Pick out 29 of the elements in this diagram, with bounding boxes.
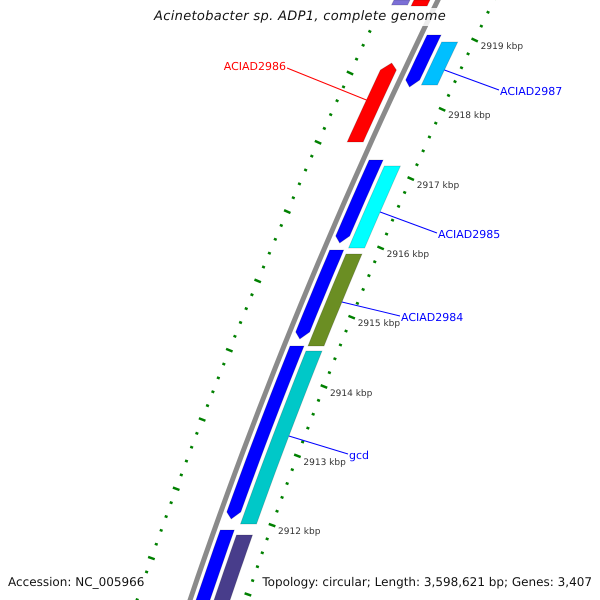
gene-feature (295, 250, 344, 340)
accession-text: Accession: NC_005966 (6, 574, 146, 590)
tick-label: 2915 kbp (358, 320, 400, 330)
tick-label: 2917 kbp (416, 182, 460, 191)
leader-line (380, 212, 438, 234)
gene-feature (226, 346, 305, 520)
gene-feature (346, 62, 397, 142)
gene-label: gcd (349, 449, 370, 463)
tick-label: 2916 kbp (386, 250, 430, 260)
gene-label: ACIAD2985 (438, 228, 500, 242)
gene-label: ACIAD2984 (401, 311, 464, 325)
gene-feature (335, 160, 384, 244)
tick-label: 2914 kbp (330, 390, 372, 398)
gene-label: ACIAD2986 (224, 60, 286, 74)
leader-line (288, 436, 348, 454)
tick-label: 2918 kbp (448, 112, 491, 122)
gene-feature (405, 34, 442, 88)
tick-label: 2913 kbp (303, 458, 346, 468)
leader-line (286, 68, 367, 100)
tick-label: 2919 kbp (480, 43, 524, 52)
gene-feature (410, 0, 431, 6)
gene-feature (391, 0, 411, 6)
gene-label: ACIAD2987 (500, 85, 562, 99)
leader-line (444, 70, 500, 90)
gene-feature (420, 42, 458, 86)
genome-info-text: Topology: circular; Length: 3,598,621 bp; Genes: 3,407 (260, 574, 594, 590)
tick-label: 2912 kbp (278, 528, 320, 538)
gene-feature (348, 166, 402, 248)
leader-line (341, 302, 400, 316)
